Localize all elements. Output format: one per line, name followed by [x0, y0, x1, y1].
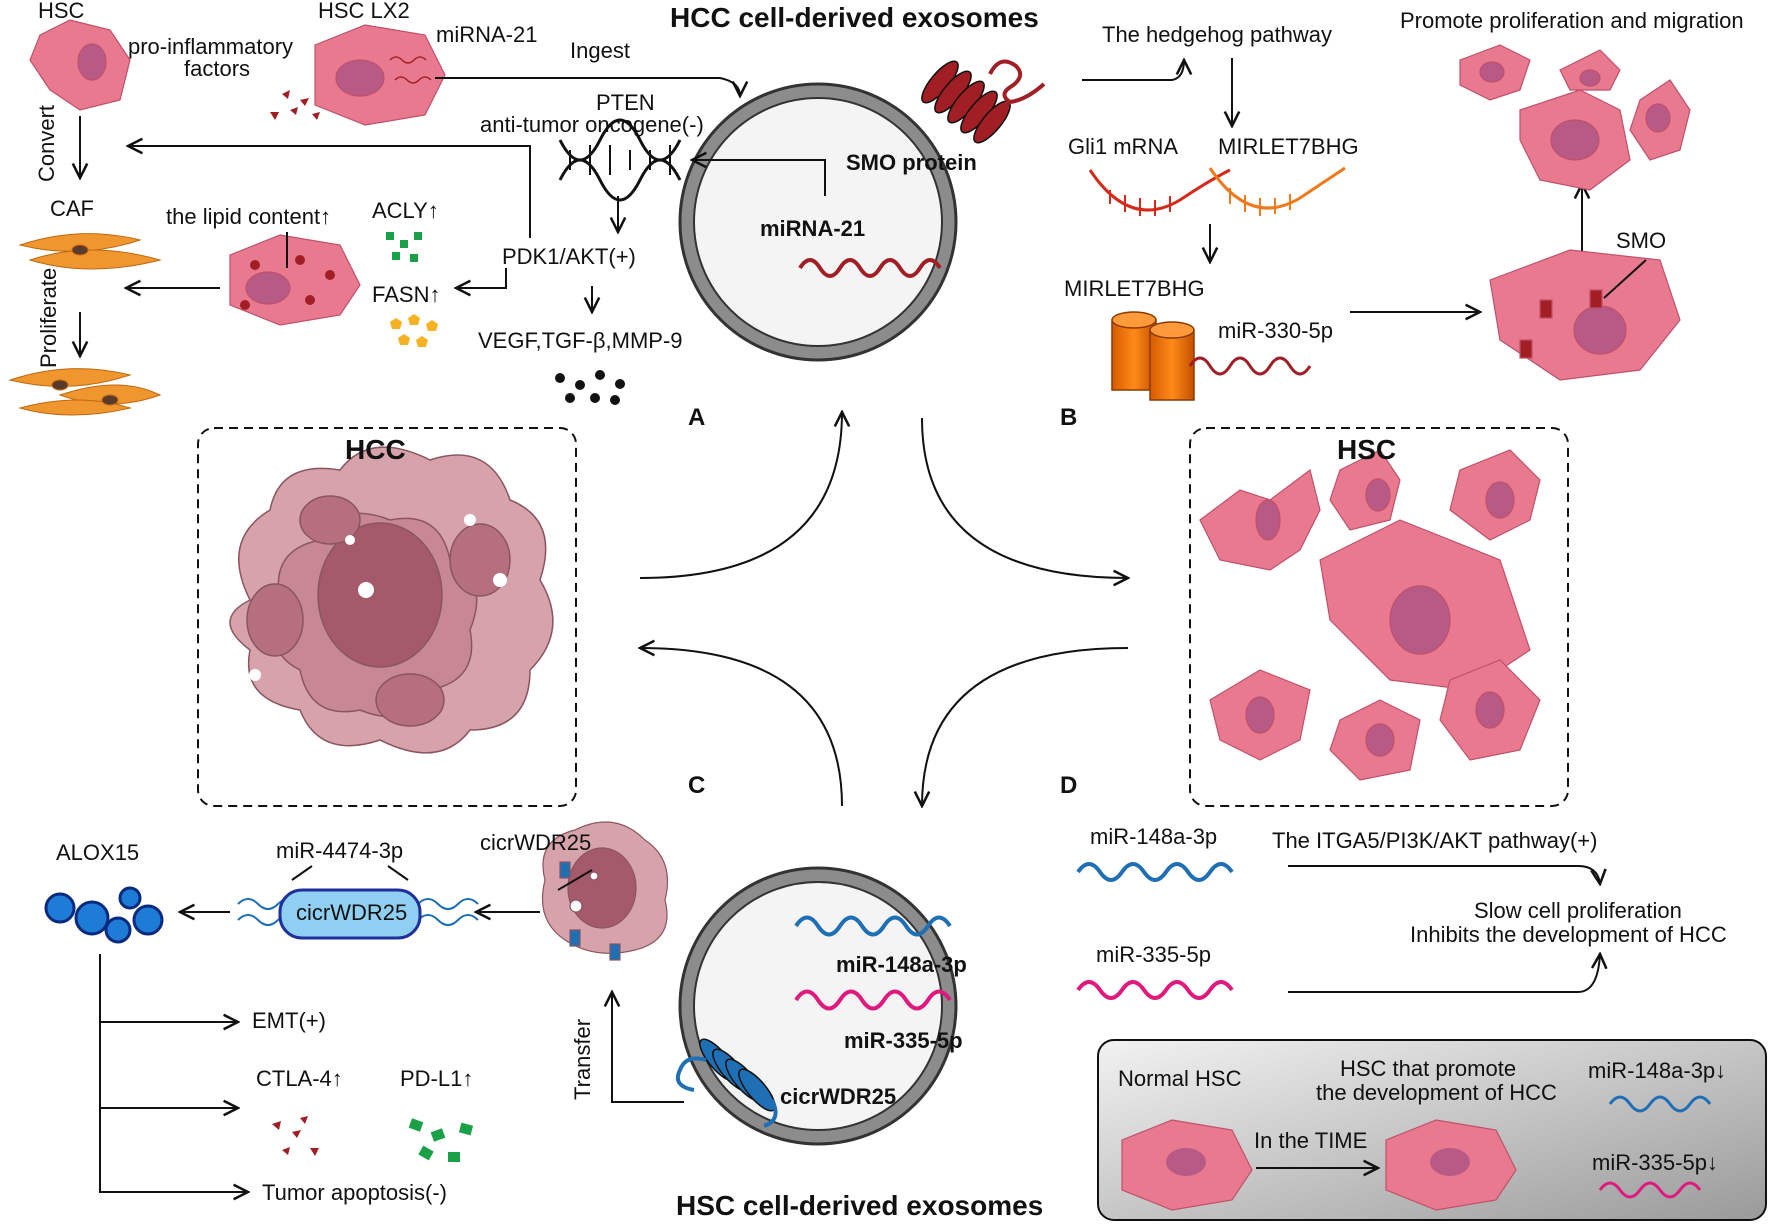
- hcc-exosomes-title: HCC cell-derived exosomes: [670, 2, 1039, 33]
- label-mirna21-top: miRNA-21: [436, 22, 538, 47]
- label-anti-tumor: anti-tumor oncogene(-): [480, 112, 704, 137]
- label-hsc-lx2: HSC LX2: [318, 0, 410, 23]
- panel-a-arrows: [80, 77, 740, 356]
- hcc-tumor-icon: [229, 446, 554, 767]
- label-mir148-down: miR-148a-3p↓: [1588, 1058, 1727, 1083]
- label-mir330: miR-330-5p: [1218, 318, 1333, 343]
- label-normal-hsc: Normal HSC: [1118, 1066, 1242, 1091]
- label-fasn: FASN↑: [372, 282, 441, 307]
- acly-dots-icon: [386, 232, 422, 262]
- panel-b-arrows: [1082, 58, 1582, 312]
- mirlet7bhg-cylinder-icon: [1111, 311, 1195, 401]
- alox15-icon: [44, 886, 164, 944]
- label-promote: Promote proliferation and migration: [1400, 8, 1744, 33]
- hsc-exosomes-title: HSC cell-derived exosomes: [676, 1190, 1044, 1221]
- cicrwdr25-circ-icon: [237, 888, 479, 940]
- panel-b-cells: [1459, 44, 1691, 381]
- panel-label-c: C: [688, 772, 706, 799]
- fasn-dots-icon: [390, 314, 438, 347]
- label-convert: Convert: [34, 104, 59, 182]
- label-mir4474: miR-4474-3p: [276, 838, 404, 863]
- label-apoptosis: Tumor apoptosis(-): [262, 1180, 448, 1205]
- vegf-dots-icon: [555, 370, 625, 405]
- label-mir335-exo: miR-335-5p: [844, 1028, 963, 1053]
- label-mir148: miR-148a-3p: [1090, 824, 1218, 849]
- label-vegf: VEGF,TGF-β,MMP-9: [478, 328, 683, 353]
- label-ingest: Ingest: [570, 38, 630, 63]
- mirna21-strand-icon: [798, 258, 942, 278]
- pdl1-dots-icon: [408, 1118, 474, 1162]
- hsc-cells-icon: [1199, 449, 1541, 781]
- gli1-mirlet7bhg-strand-icon: [1088, 166, 1346, 216]
- label-inhibits: Inhibits the development of HCC: [1410, 922, 1727, 947]
- hcc-box-title: HCC: [345, 434, 406, 465]
- smo-receptor-icon: [921, 59, 1046, 144]
- label-caf: CAF: [50, 196, 94, 221]
- label-cicrwdr25-exo: cicrWDR25: [780, 1084, 897, 1109]
- mir330-strand-icon: [1188, 356, 1312, 376]
- label-mirlet7bhg-mid: MIRLET7BHG: [1064, 276, 1205, 301]
- label-promote-hsc-2: the development of HCC: [1316, 1080, 1557, 1105]
- pro-inflammatory-icon: [270, 90, 320, 120]
- label-promote-hsc-1: HSC that promote: [1340, 1056, 1517, 1081]
- label-pro-inflammatory: pro-inflammatory: [128, 34, 294, 59]
- caf-cells-icon: [8, 233, 162, 416]
- label-mirlet7bhg-top: MIRLET7BHG: [1218, 134, 1359, 159]
- label-smo-protein: SMO protein: [846, 150, 977, 175]
- dna-icon: [558, 118, 682, 202]
- panel-a-cells: [29, 19, 446, 326]
- hsc-box-title: HSC: [1337, 434, 1397, 465]
- label-cicrwdr25-top: cicrWDR25: [480, 830, 592, 855]
- hcc-cell-small-icon: [541, 821, 669, 961]
- label-itga5: The ITGA5/PI3K/AKT pathway(+): [1272, 828, 1598, 853]
- label-ctla4: CTLA-4↑: [256, 1066, 343, 1091]
- label-mir335: miR-335-5p: [1096, 942, 1211, 967]
- label-pdk1: PDK1/AKT(+): [502, 244, 636, 269]
- label-acly: ACLY↑: [372, 198, 439, 223]
- label-slow: Slow cell proliferation: [1474, 898, 1682, 923]
- label-gli1: Gli1 mRNA: [1068, 134, 1179, 159]
- label-lipid: the lipid content↑: [166, 204, 332, 229]
- label-mir148-exo: miR-148a-3p: [836, 952, 967, 977]
- label-proliferate: Proliferate: [36, 267, 61, 368]
- mir335-panel-d-icon: [1076, 980, 1234, 1000]
- label-factors: factors: [184, 56, 251, 81]
- cicrwdr25-receptor-icon: [675, 1038, 778, 1128]
- hsc-box: [1189, 427, 1569, 807]
- label-transfer: Transfer: [570, 1018, 595, 1100]
- mir335-strand-icon: [794, 989, 952, 1011]
- label-pdl1: PD-L1↑: [400, 1066, 474, 1091]
- hcc-box: [197, 427, 577, 807]
- panel-c-arrows: [99, 865, 684, 1192]
- mir148-panel-d-icon: [1076, 862, 1234, 882]
- mirna21-to-pten-arrow: [692, 160, 826, 196]
- panel-label-a: A: [688, 404, 706, 431]
- mir148-strand-icon: [794, 915, 952, 937]
- panel-label-b: B: [1060, 404, 1078, 431]
- label-mirna21-exo: miRNA-21: [760, 216, 866, 241]
- label-cicrwdr25-box: cicrWDR25: [296, 900, 408, 925]
- label-mir335-down: miR-335-5p↓: [1592, 1150, 1718, 1175]
- label-alox15: ALOX15: [56, 840, 140, 865]
- ctla4-dots-icon: [272, 1116, 319, 1156]
- panel-label-d: D: [1060, 772, 1078, 799]
- central-cycle-arrows: [640, 412, 1128, 806]
- label-hedgehog: The hedgehog pathway: [1102, 22, 1332, 47]
- label-pten: PTEN: [596, 90, 655, 115]
- legend-box: [1097, 1039, 1767, 1221]
- label-in-the-time: In the TIME: [1254, 1128, 1368, 1153]
- label-hsc: HSC: [38, 0, 85, 23]
- panel-d-arrows: [1288, 865, 1600, 993]
- label-emt: EMT(+): [252, 1008, 326, 1033]
- label-smo: SMO: [1616, 228, 1667, 253]
